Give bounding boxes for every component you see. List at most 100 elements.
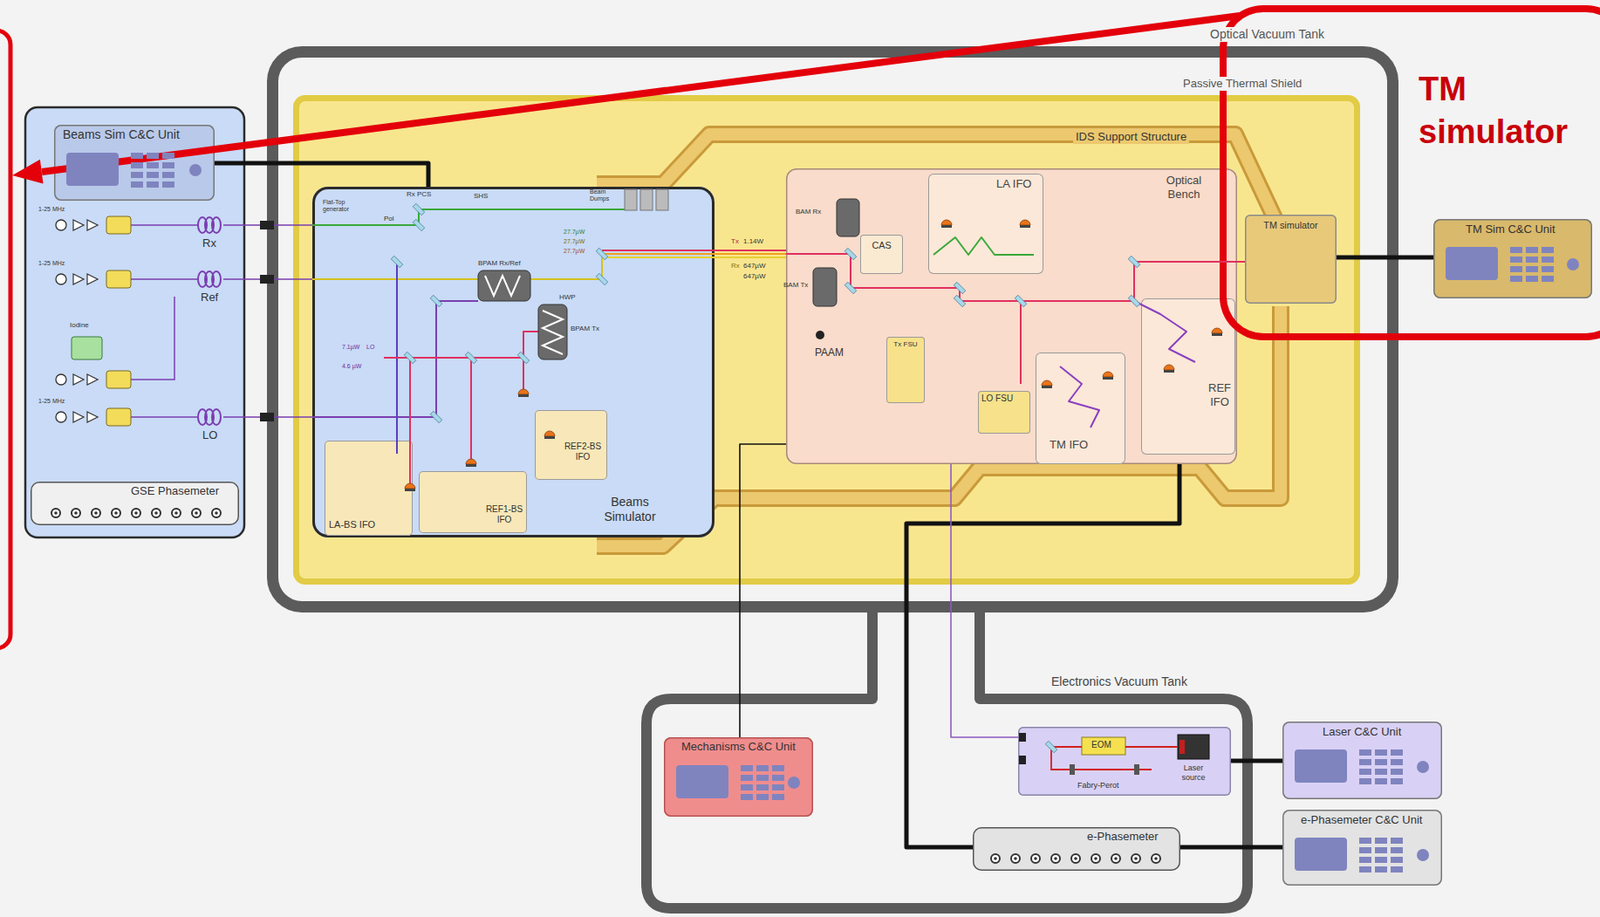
node-text: LA IFO: [996, 177, 1032, 192]
part-label: 647µW: [743, 272, 766, 281]
fiber-coil: [211, 217, 221, 233]
phasemeter-port: [214, 511, 219, 515]
unit-keypad: [1359, 837, 1372, 844]
fabry-perot-mirror: [1134, 764, 1140, 775]
unit-keypad: [1374, 778, 1388, 785]
unit-knob: [189, 164, 202, 177]
cable-connector: [1180, 845, 1283, 850]
unit-keypad: [1541, 266, 1554, 273]
vacuum-tank: Optical Vacuum TankPassive Thermal Shiel…: [266, 46, 1399, 613]
phasemeter-port: [1151, 854, 1161, 863]
control-unit: e-Phasemeter C&C Unit: [1282, 809, 1443, 886]
photodiode: [1102, 376, 1114, 380]
phasemeter-port: [174, 511, 178, 515]
mixer-symbol: [55, 374, 67, 385]
unit-keypad: [1359, 856, 1372, 863]
photodiode: [465, 464, 477, 467]
unit-knob: [787, 776, 800, 789]
phasemeter-port: [134, 511, 138, 515]
unit-keypad: [740, 774, 753, 781]
unit-knob: [1566, 258, 1580, 271]
callout-arrow: [12, 159, 44, 185]
unit-keypad: [772, 784, 785, 791]
unit-keypad: [1390, 778, 1403, 785]
callout-box: TM simulator: [1219, 5, 1600, 341]
node-text: LA-BS IFO: [328, 519, 376, 531]
node-text: REF IFO: [1205, 381, 1234, 409]
phasemeter-port: [171, 508, 181, 518]
node-text: LO FSU: [981, 393, 1013, 404]
unit-keypad: [1390, 768, 1403, 775]
fiber: [130, 416, 313, 418]
node-text: Optical Bench: [1156, 173, 1211, 201]
fiber: [130, 224, 313, 226]
unit-keypad: [1525, 246, 1539, 253]
tm-simulator-box: TM simulator: [1244, 214, 1337, 304]
part-label: BAM Tx: [783, 280, 808, 289]
phasemeter-port: [993, 856, 998, 861]
unit-keypad: [772, 765, 785, 772]
part-label: LO: [366, 343, 375, 351]
node-text: EOM: [1091, 739, 1112, 751]
node-text: Beams Sim C&C Unit: [62, 127, 180, 143]
photodiode: [1102, 371, 1114, 377]
node-text: TM simulator: [1418, 68, 1589, 155]
interferometer-box: TM IFO: [1035, 352, 1126, 465]
phasemeter-port: [74, 511, 78, 515]
photodiode: [465, 458, 477, 465]
phasemeter-port: [1033, 856, 1038, 861]
iodine-cell: [71, 336, 103, 360]
callout-frame: [0, 30, 11, 649]
unit-keypad: [162, 171, 175, 178]
phasemeter-port: [211, 508, 221, 518]
fiber-coil: [211, 271, 221, 288]
unit-keypad: [1510, 246, 1523, 253]
phasemeter-port: [71, 508, 81, 518]
phasemeter-port: [111, 508, 121, 518]
phasemeter-port: [1091, 854, 1101, 863]
photodiode: [544, 436, 555, 439]
phasemeter: GSE Phasemeter: [30, 481, 240, 526]
photodiode: [518, 389, 529, 395]
beam-path: [1059, 366, 1100, 428]
unit-keypad: [146, 181, 159, 188]
phasemeter-port: [1131, 854, 1141, 863]
part-label: 1-25 MHz: [38, 397, 65, 405]
unit-keypad: [1525, 275, 1539, 282]
part-label: 4.6 µW: [341, 362, 362, 370]
photodiode: [1041, 385, 1053, 389]
part-label: BPAM Rx/Ref: [478, 259, 521, 267]
phasemeter-port: [1071, 854, 1081, 863]
photodiode: [1019, 225, 1031, 228]
unit-knob: [1416, 848, 1430, 862]
unit-screen: [676, 765, 729, 799]
beam-path: [312, 300, 479, 418]
unit-keypad: [130, 171, 144, 178]
beam-path: [786, 253, 1245, 384]
photodiode: [404, 488, 416, 492]
unit-keypad: [1541, 275, 1554, 282]
cable-connector: [1336, 255, 1434, 260]
feedthrough: [259, 220, 274, 230]
optical-bench: Optical BenchLA IFOCASTx FSULO FSUTM IFO…: [786, 168, 1238, 465]
unit-keypad: [1390, 837, 1403, 844]
unit-keypad: [740, 793, 753, 800]
cable-connector: [1230, 758, 1283, 764]
mirror-symbol: [844, 247, 856, 260]
bam-block: [813, 267, 837, 307]
fabry-perot-mirror: [1069, 764, 1075, 775]
node-text: REF1-BS IFO: [483, 504, 526, 526]
bpam-block: [542, 310, 563, 355]
phasemeter-port: [51, 508, 61, 518]
fsu-box: Tx FSU: [886, 336, 925, 404]
fiber-coil: [205, 217, 214, 233]
mirror-symbol: [412, 203, 424, 215]
phasemeter-port: [1053, 856, 1058, 861]
unit-keypad: [1374, 749, 1388, 756]
mirror-symbol: [517, 351, 529, 363]
unit-screen: [1445, 246, 1498, 281]
unit-keypad: [756, 784, 769, 791]
photodiode: [1019, 219, 1031, 226]
interferometer-box: LA IFO: [928, 173, 1044, 274]
